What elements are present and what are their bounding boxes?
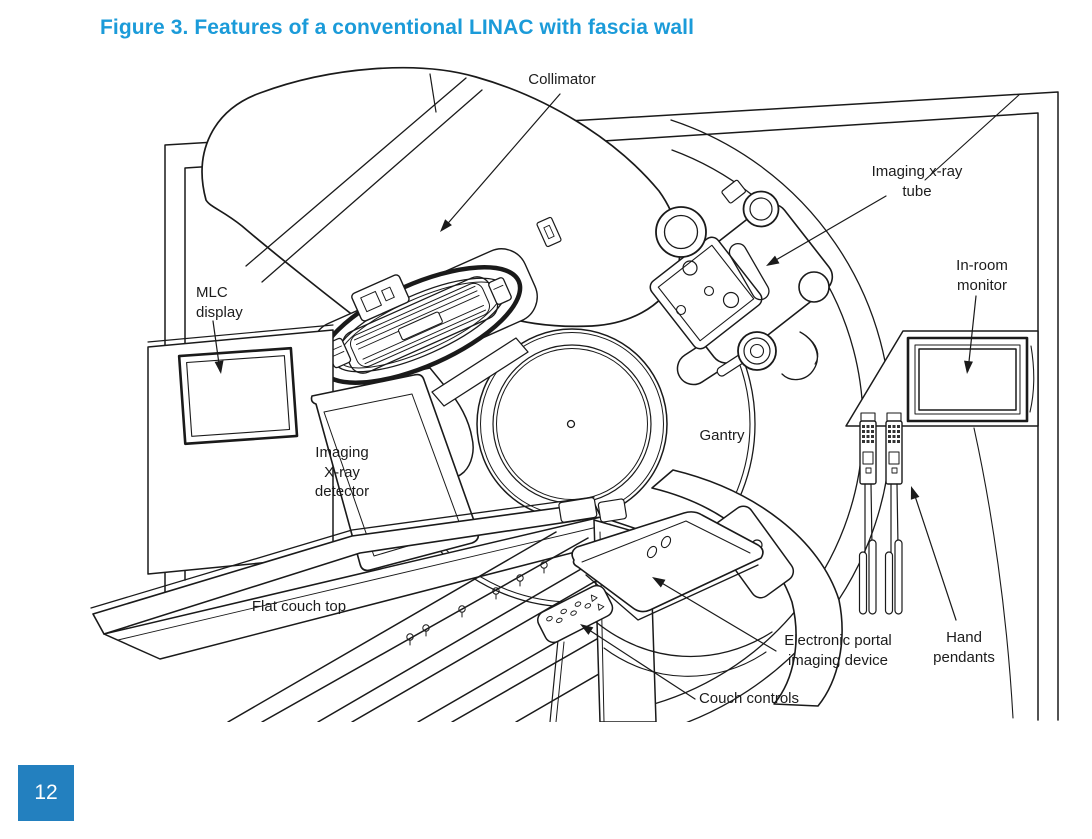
page-number: 12 bbox=[34, 781, 58, 804]
hand-pendant bbox=[858, 412, 877, 615]
label-in-room-monitor: In-room monitor bbox=[956, 257, 1008, 294]
couch-rail-screws bbox=[406, 561, 548, 646]
arrowheads bbox=[214, 219, 973, 635]
fascia-wall-bevel bbox=[924, 93, 1021, 181]
label-hand-pendants: Hand pendants bbox=[933, 629, 995, 666]
couch-controls-panel bbox=[537, 584, 614, 644]
label-collimator: Collimator bbox=[528, 71, 596, 88]
leader-lines bbox=[212, 93, 977, 700]
label-epid: Electronic portal imaging device bbox=[784, 632, 892, 669]
isocenter-dot bbox=[566, 419, 576, 429]
label-imaging-xray-detector: Imaging X-ray detector bbox=[314, 444, 370, 500]
imaging-xray-tube-assembly bbox=[649, 179, 834, 386]
label-couch-controls: Couch controls bbox=[698, 690, 800, 707]
in-room-monitor-screen bbox=[906, 336, 1029, 423]
figure-title: Figure 3. Features of a conventional LIN… bbox=[100, 16, 695, 39]
mlc-display-screen bbox=[177, 346, 299, 446]
page-number-badge: 12 bbox=[18, 765, 74, 821]
label-flat-couch-top: Flat couch top bbox=[251, 598, 347, 615]
hand-pendant bbox=[884, 412, 903, 615]
label-mlc-display: MLC display bbox=[196, 284, 243, 321]
fascia-wall-curve bbox=[973, 427, 1014, 719]
label-imaging-xray-tube: Imaging x-ray tube bbox=[871, 163, 963, 200]
collimator-readout bbox=[351, 274, 410, 322]
label-gantry: Gantry bbox=[699, 427, 745, 444]
detector-arm bbox=[431, 337, 529, 407]
epid-panel bbox=[571, 511, 764, 613]
